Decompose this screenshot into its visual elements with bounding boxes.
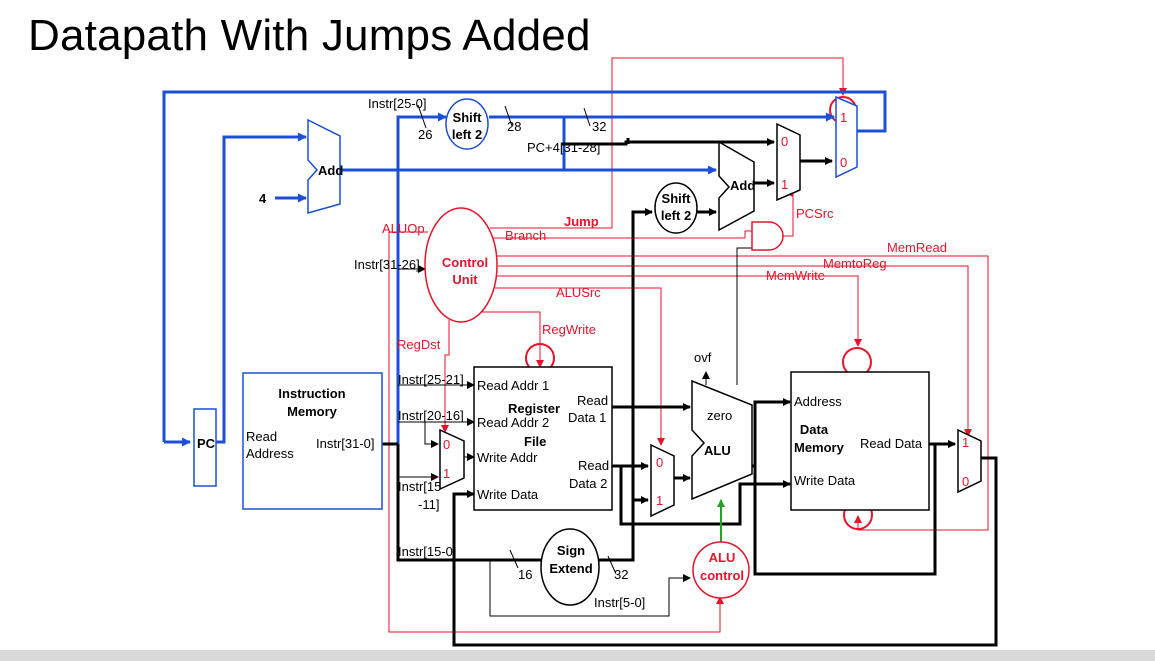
sign-extend <box>540 528 600 606</box>
pcsrc-signal-label: PCSrc <box>796 206 834 221</box>
alu-control <box>692 541 750 599</box>
jump-shifter <box>445 98 489 150</box>
instruction-memory <box>242 372 383 510</box>
slide-title: Datapath With Jumps Added <box>28 11 591 60</box>
width-28: 28 <box>507 119 521 134</box>
register-file <box>473 366 613 511</box>
sign-extend-label-1: Sign <box>557 543 585 558</box>
memtoreg-signal-label: MemtoReg <box>823 256 887 271</box>
control-unit <box>424 207 498 323</box>
alusrc-mux <box>650 443 675 518</box>
imem-read-address-1: Read <box>246 429 277 444</box>
slide-bottom-edge <box>0 650 1155 661</box>
jump-mux <box>835 95 858 179</box>
width-26: 26 <box>418 127 432 142</box>
instr-25-0: Instr[25-0] <box>368 96 427 111</box>
rf-label-1: Register <box>508 401 560 416</box>
regdst-mux <box>439 428 465 491</box>
jump-shifter-label-1: Shift <box>453 110 483 125</box>
jump-mux-0: 0 <box>840 155 847 170</box>
width-32b: 32 <box>614 567 628 582</box>
regdst-mux-0: 0 <box>443 437 450 452</box>
dmem-address: Address <box>794 394 842 409</box>
branch-and-gate <box>751 221 784 251</box>
width-32a: 32 <box>592 119 606 134</box>
branch-shifter <box>654 182 698 234</box>
rf-read-addr-1: Read Addr 1 <box>477 378 549 393</box>
pc-adder-label: Add <box>318 163 343 178</box>
branch-mux-0: 0 <box>781 134 788 149</box>
alu-control-label-2: control <box>700 568 744 583</box>
alusrc-mux-1: 1 <box>656 493 663 508</box>
branch-shifter-label-1: Shift <box>662 191 692 206</box>
instr-15-11-2: -11] <box>418 497 439 512</box>
instr-field-wires <box>398 247 752 617</box>
rf-label-2: File <box>524 434 546 449</box>
alu-zero-label: zero <box>707 408 732 423</box>
sign-extend-label-2: Extend <box>549 561 592 576</box>
pc-adder <box>307 118 341 214</box>
rf-read-data1-1: Read <box>577 393 608 408</box>
imem-label-2: Memory <box>287 404 338 419</box>
branch-adder-label: Add <box>730 178 755 193</box>
dmem-label-1: Data <box>800 422 829 437</box>
instr-25-21: Instr[25-21] <box>398 372 464 387</box>
branch-signal-label: Branch <box>505 228 546 243</box>
branch-adder <box>718 140 755 232</box>
jump-signal-label: Jump <box>564 214 599 229</box>
memread-signal-label: MemRead <box>887 240 947 255</box>
data-memory <box>790 371 930 511</box>
pc-label: PC <box>197 436 216 451</box>
pc4-31-28: PC+4[31-28] <box>527 140 600 155</box>
alu <box>691 379 753 501</box>
dmem-write-data: Write Data <box>794 473 856 488</box>
alusrc-mux-0: 0 <box>656 455 663 470</box>
memwrite-signal-label: MemWrite <box>766 268 825 283</box>
pc-register <box>193 408 217 487</box>
rf-read-addr-2: Read Addr 2 <box>477 415 549 430</box>
instr-31-26: Instr[31-26] <box>354 257 420 272</box>
branch-shifter-label-2: left 2 <box>661 208 691 223</box>
pc-jump-path <box>162 90 887 447</box>
imem-label-1: Instruction <box>278 386 345 401</box>
aluop-signal-label: ALUOp <box>382 221 425 236</box>
control-unit-label-1: Control <box>442 255 488 270</box>
rf-read-data2-2: Data 2 <box>569 476 607 491</box>
control-signal-wires <box>388 57 989 633</box>
instr-5-0: Instr[5-0] <box>594 595 645 610</box>
dmem-label-2: Memory <box>794 440 845 455</box>
branch-mux-1: 1 <box>781 177 788 192</box>
instr-20-16: Instr[20-16] <box>398 408 464 423</box>
alu-control-label-1: ALU <box>709 550 736 565</box>
memtoreg-mux <box>957 428 982 494</box>
const-four: 4 <box>259 191 267 206</box>
alusrc-signal-label: ALUSrc <box>556 285 601 300</box>
rf-write-data: Write Data <box>477 487 539 502</box>
control-unit-label-2: Unit <box>452 272 478 287</box>
regwrite-signal-label: RegWrite <box>542 322 596 337</box>
rf-read-data1-2: Data 1 <box>568 410 606 425</box>
imem-read-address-2: Address <box>246 446 294 461</box>
dmem-read-data: Read Data <box>860 436 923 451</box>
width-16: 16 <box>518 567 532 582</box>
instr-15-11-1: Instr[15 <box>398 479 441 494</box>
rf-read-data2-1: Read <box>578 458 609 473</box>
regdst-mux-1: 1 <box>443 466 450 481</box>
regdst-signal-label: RegDst <box>397 337 441 352</box>
imem-instr-out: Instr[31-0] <box>316 436 375 451</box>
ovf-label: ovf <box>694 350 712 365</box>
instr-15-0: Instr[15-0] <box>398 544 457 559</box>
data-wires <box>382 138 998 647</box>
jump-shifter-label-2: left 2 <box>452 127 482 142</box>
rf-write-addr: Write Addr <box>477 450 538 465</box>
alu-label: ALU <box>704 443 731 458</box>
memtoreg-mux-1: 1 <box>962 435 969 450</box>
branch-mux <box>776 122 801 202</box>
jump-mux-1: 1 <box>840 110 847 125</box>
memtoreg-mux-0: 0 <box>962 474 969 489</box>
